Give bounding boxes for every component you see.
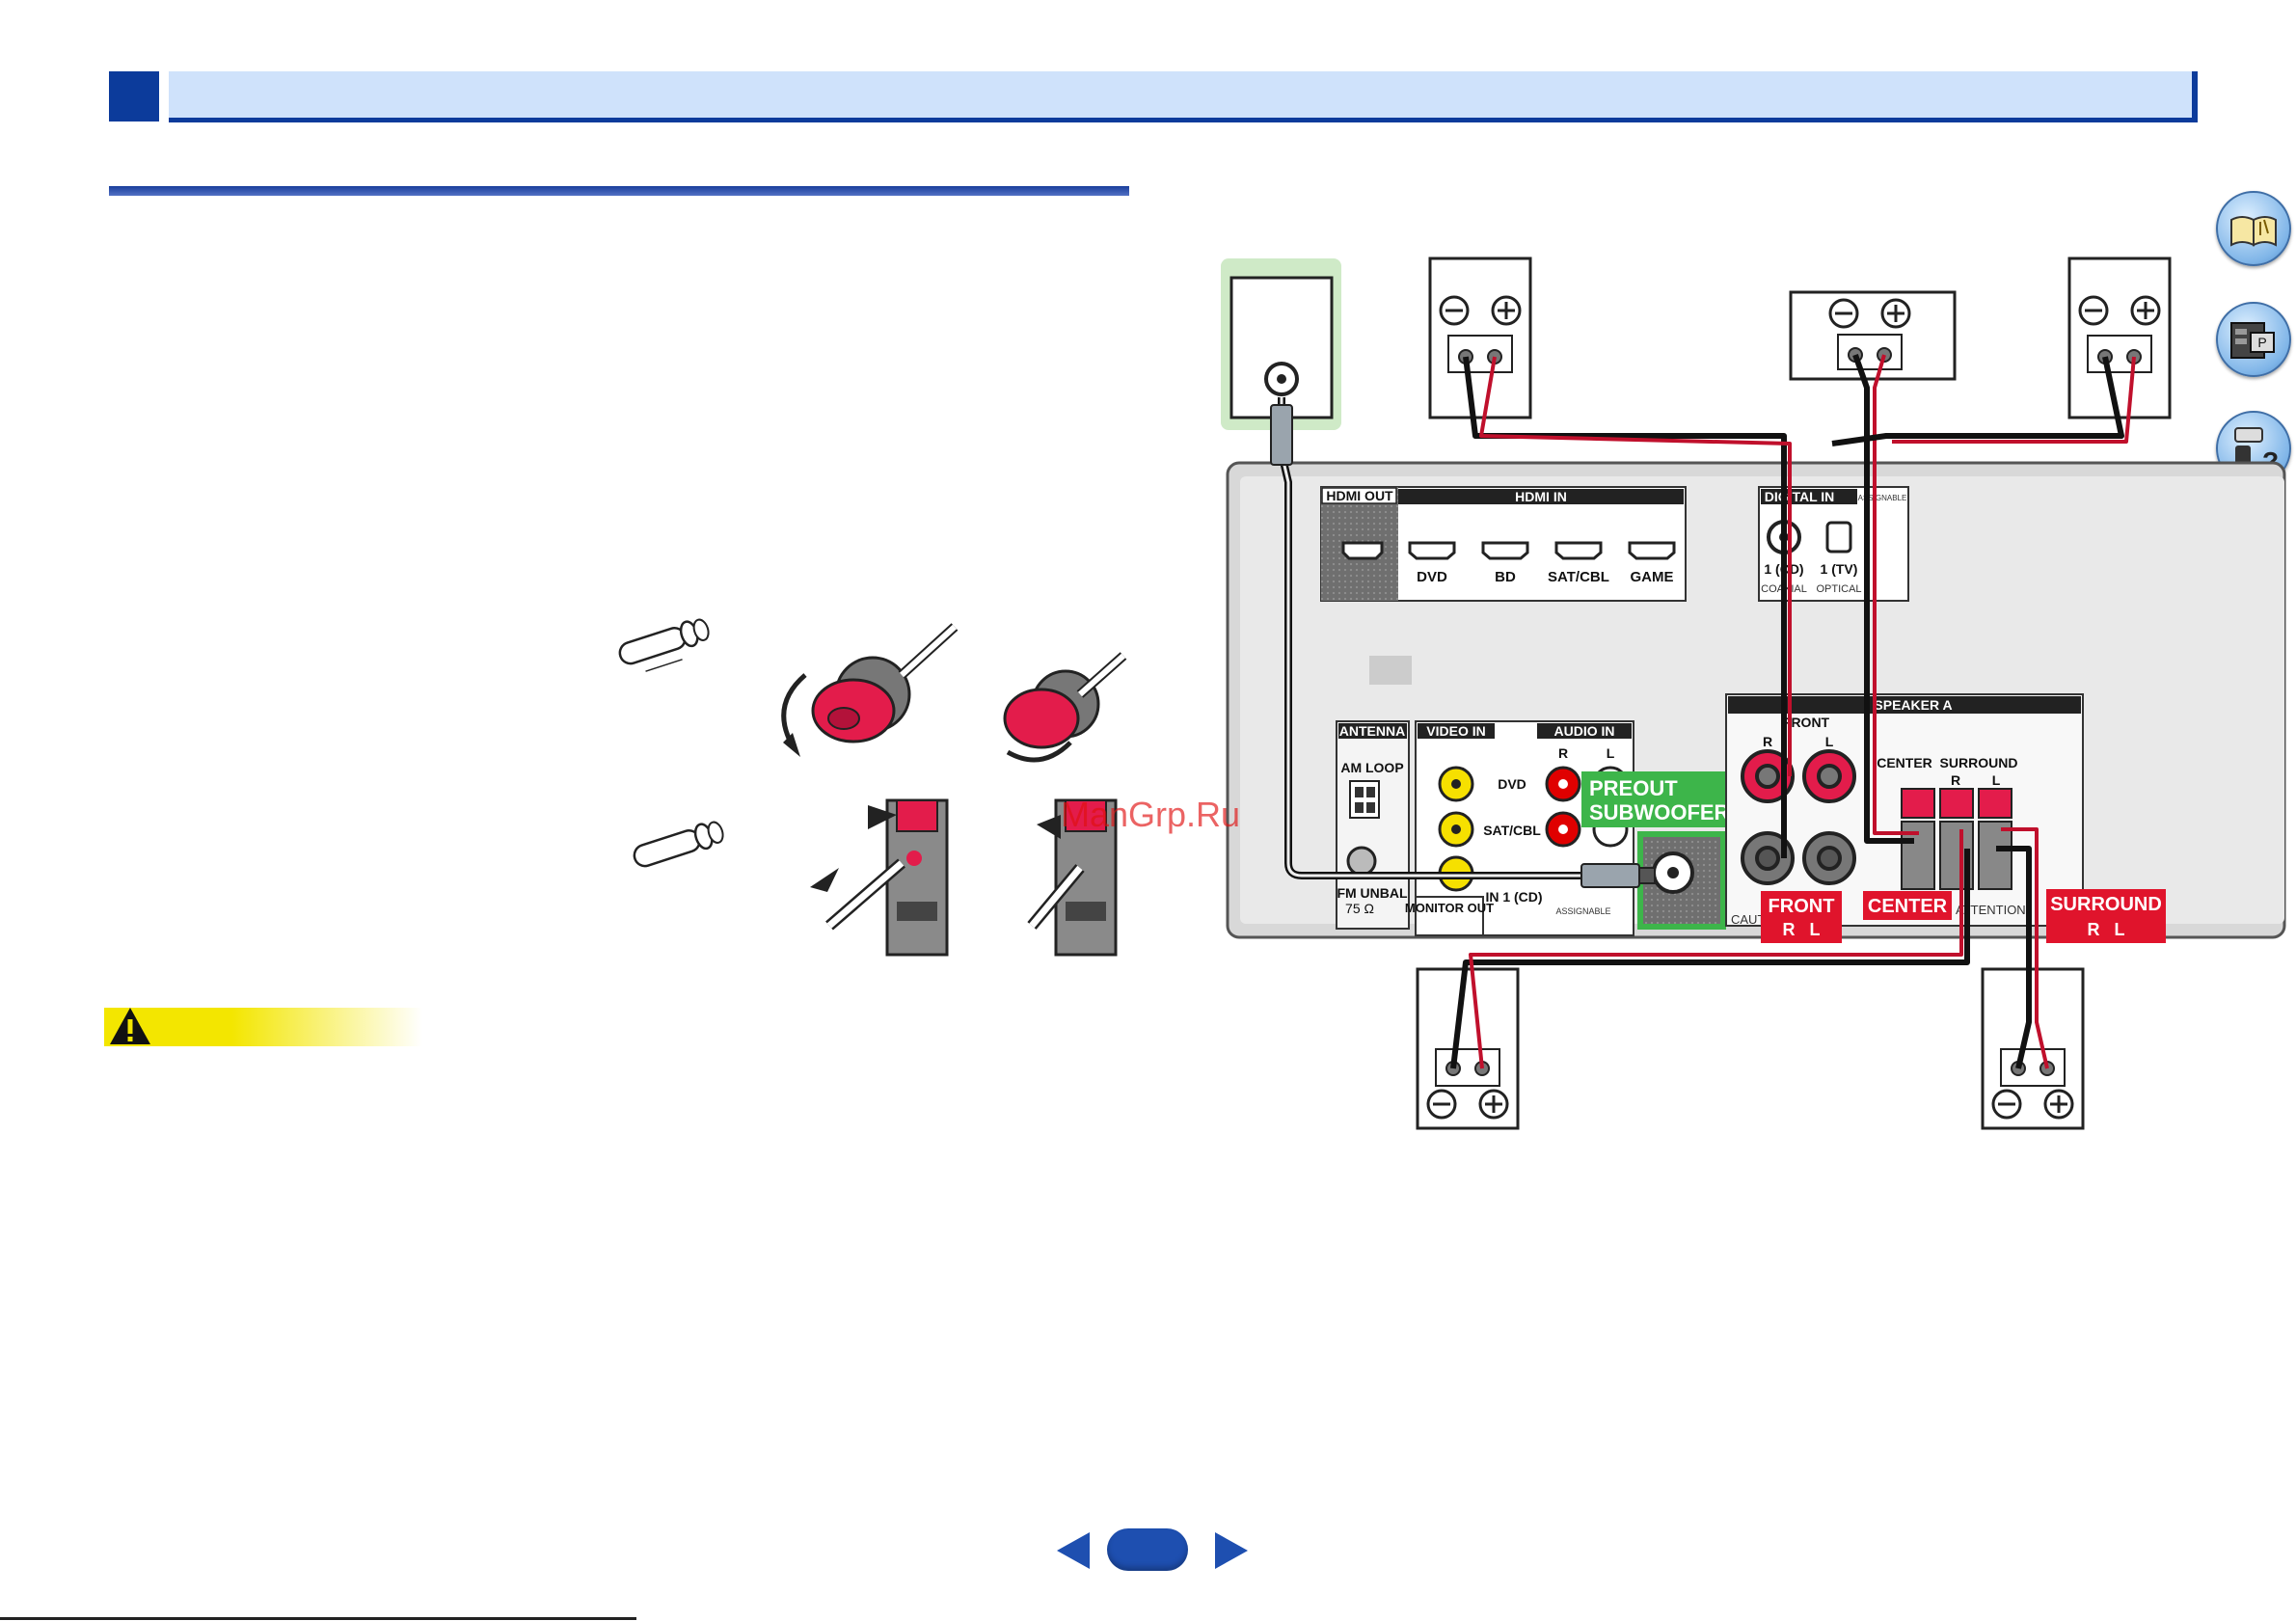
binding-post-unscrew: [781, 623, 959, 757]
front-rl-tag: R L: [1783, 920, 1821, 939]
receiver-icon[interactable]: P: [2216, 302, 2291, 377]
subwoofer-cable: [1270, 397, 1656, 888]
monitor-out-label: MONITOR OUT: [1405, 901, 1494, 915]
next-page-arrow-icon[interactable]: [1213, 1530, 1250, 1571]
fm-ohm-label: 75 Ω: [1345, 901, 1374, 916]
preout-label: PREOUT: [1589, 776, 1678, 800]
front-header-label: FRONT: [1783, 715, 1830, 730]
subwoofer-label: SUBWOOFER: [1589, 800, 1730, 824]
digital-in-label: DIGITAL IN: [1765, 489, 1835, 504]
audio-l-label: L: [1607, 745, 1615, 761]
subwoofer-box: [1229, 276, 1334, 419]
speaker-wires: [1450, 354, 2136, 1069]
speaker-center: [1789, 290, 1957, 381]
binding-post-tighten: [1003, 652, 1127, 763]
attention-label: ATTENTION:: [1956, 903, 2029, 917]
hdmi-input-satcbl: SAT/CBL: [1548, 569, 1609, 585]
book-icon[interactable]: [2216, 191, 2291, 266]
hdmi-in-label: HDMI IN: [1515, 489, 1567, 504]
svg-text:P: P: [2257, 335, 2266, 350]
audio-satcbl-label: SAT/CBL: [1483, 823, 1541, 838]
center-label: CENTER: [1877, 755, 1932, 770]
surround-label: SURROUND: [1940, 755, 2018, 770]
hdmi-out-label: HDMI OUT: [1326, 488, 1393, 503]
speaker-surround-right: [1416, 967, 1520, 1130]
wire-preparation-illustration: [618, 618, 1127, 957]
push-terminal-insert: [810, 798, 949, 957]
fm-unbal-label: FM UNBAL: [1337, 885, 1408, 901]
page-number-pill: [1107, 1528, 1188, 1571]
chapter-marker: [109, 71, 159, 122]
optical-tag: 1 (TV): [1821, 561, 1858, 577]
speaker-a-label: SPEAKER A: [1874, 697, 1952, 713]
surround-r-label: R: [1951, 772, 1960, 788]
hdmi-input-dvd: DVD: [1417, 569, 1447, 585]
surround-rl-tag: R L: [2088, 920, 2125, 939]
hdmi-input-bd: BD: [1495, 569, 1516, 585]
center-tag: CENTER: [1868, 896, 1948, 917]
surround-l-label: L: [1992, 772, 2001, 788]
front-tag: FRONT: [1769, 896, 1835, 917]
preout-subwoofer-label-box: [1581, 771, 1726, 827]
antenna-section: [1336, 720, 1410, 930]
analog-assignable-label: ASSIGNABLE: [1555, 906, 1610, 916]
audio-r-label: R: [1558, 745, 1568, 761]
footer-rule: [0, 1617, 636, 1620]
stripped-wire-top: [618, 618, 710, 672]
video-in-label: VIDEO IN: [1426, 723, 1485, 739]
front-r-label: R: [1763, 734, 1772, 749]
front-l-label: L: [1825, 734, 1834, 749]
hdmi-input-game: GAME: [1631, 569, 1674, 585]
speaker-surround-left: [1981, 967, 2085, 1130]
warning-triangle-icon: [110, 1008, 150, 1044]
digital-assignable-label: ASSIGNABLE: [1858, 494, 1907, 502]
speaker-front-right: [1428, 257, 1532, 419]
audio-in-label: AUDIO IN: [1554, 723, 1615, 739]
am-loop-label: AM LOOP: [1340, 760, 1403, 775]
speaker-front-left: [2067, 257, 2172, 419]
push-terminal-release: [1027, 798, 1118, 957]
section-divider: [109, 186, 1129, 196]
antenna-label: ANTENNA: [1339, 723, 1405, 739]
surround-tag: SURROUND: [2050, 894, 2162, 915]
previous-page-arrow-icon[interactable]: [1055, 1530, 1092, 1571]
analog-cd-label: IN 1 (CD): [1485, 889, 1542, 905]
caution-highlight: [104, 1008, 422, 1046]
optical-label: OPTICAL: [1816, 583, 1861, 595]
audio-dvd-label: DVD: [1498, 776, 1526, 792]
stripped-wire-bottom: [633, 821, 724, 868]
chapter-header-bar: [169, 71, 2198, 122]
watermark: ManGrp.Ru: [1061, 795, 1240, 834]
